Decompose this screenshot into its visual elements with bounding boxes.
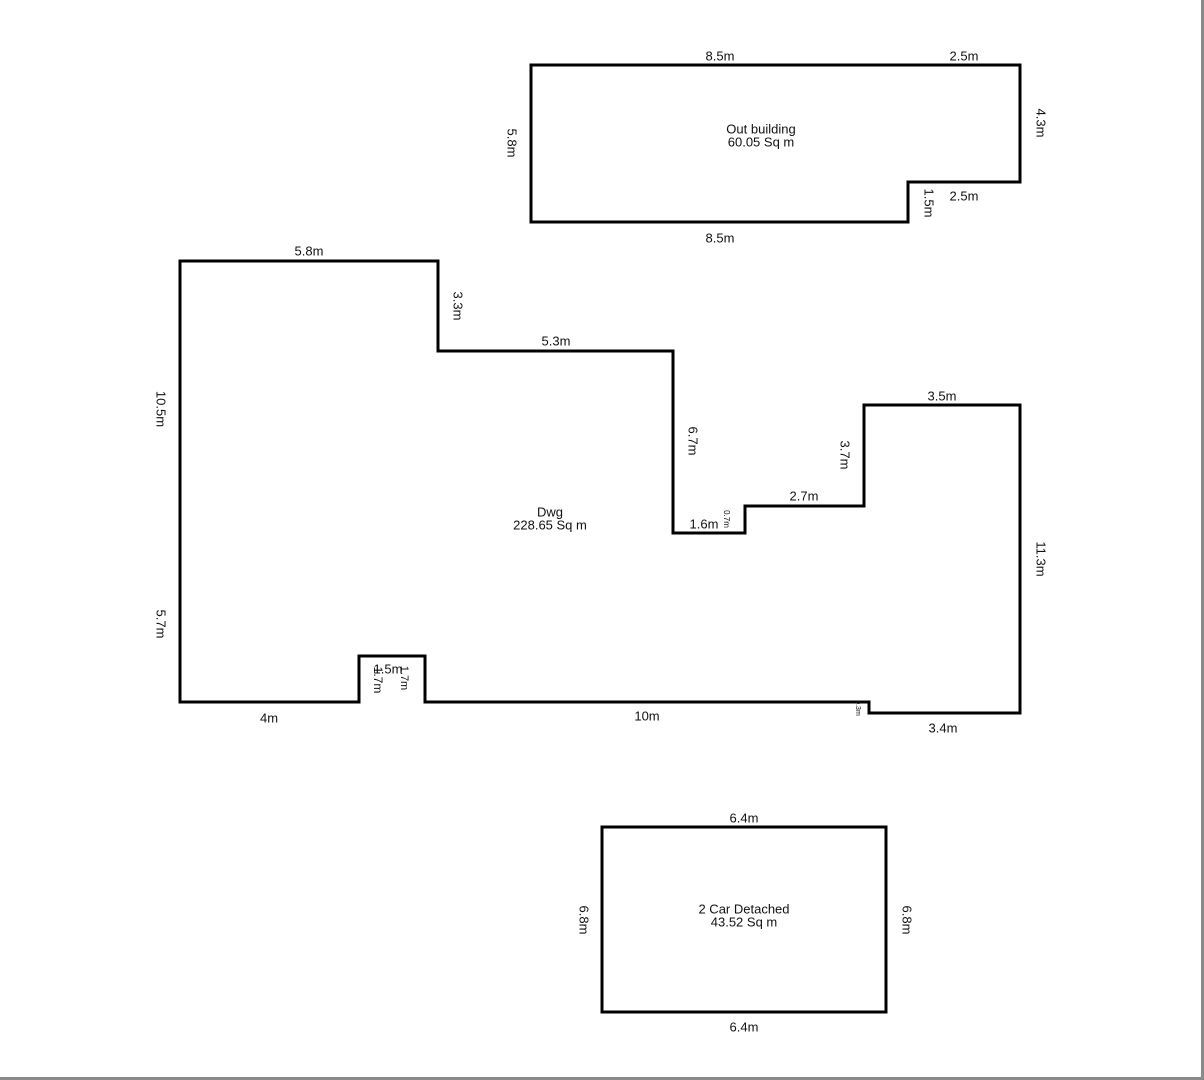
dimension-label: 2.5m — [950, 188, 979, 203]
building-area-label: 228.65 Sq m — [513, 517, 587, 532]
dimension-label: 8.5m — [706, 230, 735, 245]
dimension-label: 6.4m — [730, 810, 759, 825]
dwelling-outline — [178, 259, 1022, 715]
dimension-label: 3.7m — [838, 441, 853, 470]
dimension-label: 1.7m — [398, 666, 410, 690]
dimension-label: 5.7m — [154, 610, 169, 639]
dimension-label: 4m — [260, 710, 278, 725]
dimension-label: 5.3m — [542, 333, 571, 348]
dimension-label: 4.3m — [1034, 109, 1049, 138]
dimension-label: 2.7m — [790, 488, 819, 503]
dimension-label: 3.5m — [928, 388, 957, 403]
dimension-label: 10.5m — [154, 391, 169, 427]
dimension-label: 8.5m — [706, 48, 735, 63]
dimension-label: 6.8m — [900, 906, 915, 935]
dimension-label: 11.3m — [1034, 541, 1049, 576]
dimension-label: 5.8m — [295, 243, 324, 258]
dimension-label: 5.8m — [505, 129, 520, 158]
garage-outline — [600, 825, 888, 1014]
dimension-label: 1.5m — [922, 189, 937, 218]
building-area-label: 60.05 Sq m — [728, 134, 795, 149]
dimension-label: 0.3m — [854, 700, 861, 716]
dimension-label: 6.7m — [686, 427, 701, 456]
building-area-label: 43.52 Sq m — [711, 914, 778, 929]
building-name-label: Dwg — [537, 504, 563, 519]
dimension-label: 0.7m — [722, 510, 731, 528]
dimension-label: 1.7m — [371, 667, 385, 694]
building-name-label: 2 Car Detached — [698, 901, 789, 916]
dimension-label: 6.8m — [577, 906, 592, 935]
dimension-label: 3.3m — [451, 292, 466, 321]
dimension-label: 3.4m — [929, 720, 958, 735]
outbuilding-outline — [529, 63, 1022, 224]
dimension-label: 1.6m — [690, 516, 719, 531]
dimension-label: 2.5m — [950, 48, 979, 63]
building-name-label: Out building — [726, 121, 795, 136]
dimension-label: 10m — [634, 708, 659, 723]
dimension-label: 1.5m — [374, 661, 403, 676]
dimension-label: 6.4m — [730, 1019, 759, 1034]
